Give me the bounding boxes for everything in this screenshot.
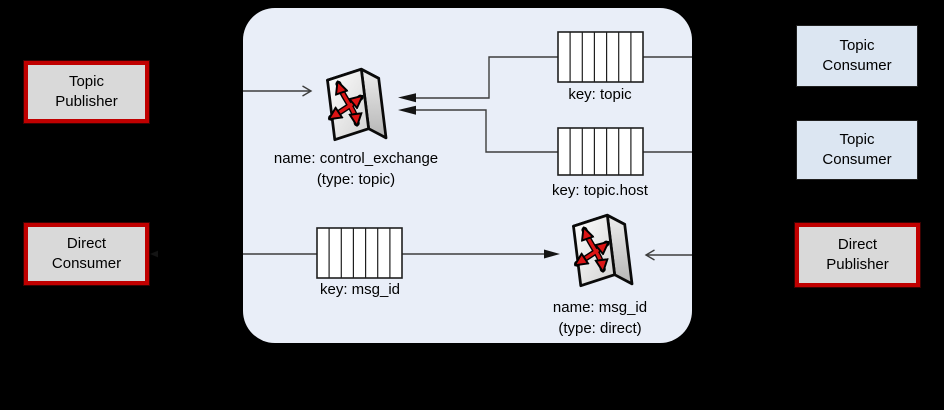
direct-publisher-label: Direct Publisher xyxy=(826,236,889,273)
queue-msg-id-icon xyxy=(316,227,403,279)
topic-publisher-label: Topic Publisher xyxy=(55,73,118,110)
filled-arrowhead-icon xyxy=(544,249,560,259)
connector-queue-topic-to-exchange xyxy=(416,56,558,99)
topic-consumer-box-top: Topic Consumer xyxy=(796,25,918,87)
direct-exchange-icon xyxy=(573,215,632,285)
filled-arrowhead-icon xyxy=(398,93,416,103)
topic-consumer-label: Topic Consumer xyxy=(822,37,892,74)
queue-topic-host-icon xyxy=(557,127,644,176)
topic-publisher-box: Topic Publisher xyxy=(24,61,149,123)
direct-consumer-box: Direct Consumer xyxy=(24,223,149,285)
topic-consumer-label: Topic Consumer xyxy=(822,131,892,168)
queue-msg-id-label: key: msg_id xyxy=(319,281,401,298)
open-arrowhead-icon xyxy=(302,85,313,97)
topic-consumer-box-bottom: Topic Consumer xyxy=(796,120,918,180)
direct-publisher-box: Direct Publisher xyxy=(795,223,920,287)
open-arrowhead-icon xyxy=(644,249,655,261)
filled-arrowheads xyxy=(150,93,560,259)
direct-consumer-label: Direct Consumer xyxy=(51,235,122,272)
queue-topic-icon xyxy=(557,31,644,83)
queue-topic-host-label: key: topic.host xyxy=(552,182,648,199)
queue-topic-label: key: topic xyxy=(568,86,632,103)
filled-arrowhead-icon xyxy=(398,105,416,115)
control-exchange-name-label: name: control_exchange xyxy=(273,150,439,167)
msg-id-exchange-type-label: (type: direct) xyxy=(558,320,642,337)
control-exchange-type-label: (type: topic) xyxy=(316,171,396,188)
msg-id-exchange-name-label: name: msg_id xyxy=(552,299,648,316)
topic-exchange-icon xyxy=(327,69,386,139)
connector-queue-topichost-to-exchange xyxy=(416,109,558,153)
filled-arrowhead-icon xyxy=(150,250,158,258)
connector-lines xyxy=(243,56,692,261)
